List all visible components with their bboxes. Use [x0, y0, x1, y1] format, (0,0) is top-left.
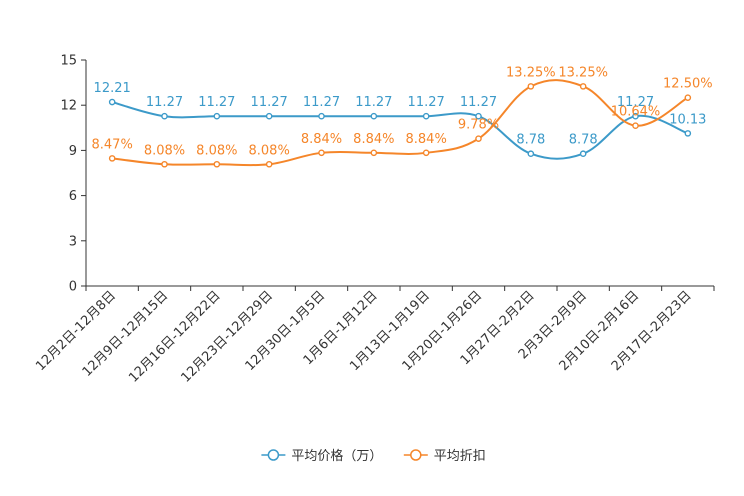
series-0-point	[370, 112, 378, 120]
series-1-data-label: 8.84%	[353, 132, 394, 147]
series-1-point	[632, 122, 639, 129]
series-0-point	[213, 112, 221, 120]
x-tick-label: 12月23日-12月29日	[179, 288, 276, 385]
series-1-point	[422, 149, 430, 157]
series-0-data-label: 11.27	[146, 95, 183, 110]
series-0-data-label: 8.78	[569, 133, 598, 148]
series-1-point	[579, 83, 587, 90]
series-1-data-label: 8.08%	[196, 143, 237, 158]
series-1-data-label: 13.25%	[506, 65, 556, 80]
series-1-point	[684, 94, 692, 101]
series-0-data-label: 11.27	[303, 95, 340, 110]
series-0-data-label: 11.27	[460, 95, 497, 110]
series-1-data-label: 8.47%	[92, 137, 133, 152]
series-1-data-label: 8.84%	[301, 132, 342, 147]
y-tick-label: 3	[69, 234, 77, 249]
series-1-data-label: 12.50%	[663, 77, 713, 92]
series-0-point	[684, 130, 692, 137]
series-0-point	[108, 98, 116, 106]
series-0-point	[579, 150, 587, 158]
series-0-data-label: 8.78	[516, 133, 545, 148]
series-0-point	[422, 112, 430, 120]
y-tick-label: 15	[60, 54, 77, 69]
series-1-point	[370, 149, 378, 157]
series-layer	[108, 79, 692, 168]
series-1-point	[213, 160, 221, 168]
series-1-point	[108, 155, 116, 162]
series-0-data-label: 10.13	[669, 112, 706, 127]
data-labels: 12.21 11.27 11.27 11.27 11.27 11.27 11.27 11.27…	[92, 65, 713, 158]
series-1-data-label: 10.64%	[611, 105, 661, 120]
series-0-point	[318, 112, 325, 120]
series-1-point	[161, 160, 168, 168]
series-0-point	[632, 112, 639, 120]
y-tick-label: 12	[60, 99, 77, 114]
y-tick-label: 9	[69, 144, 77, 159]
y-tick-label: 6	[69, 189, 77, 204]
legend-0-label: 平均价格（万）	[291, 448, 382, 464]
series-1-data-label: 8.84%	[406, 132, 447, 147]
legend-0-marker	[267, 449, 280, 461]
series-0-data-label: 11.27	[408, 95, 445, 110]
legend-1-label: 平均折扣	[434, 449, 486, 464]
series-1-data-label: 8.08%	[249, 143, 290, 158]
series-1-point	[318, 149, 325, 157]
series-1-data-label: 9.78%	[458, 118, 499, 133]
legend-1-marker	[410, 449, 422, 461]
series-0-point	[265, 112, 273, 120]
series-0-data-label: 11.27	[251, 95, 288, 110]
series-0-data-label: 11.27	[617, 95, 654, 110]
series-0-data-label: 12.21	[94, 81, 131, 96]
series-0-data-label: 11.27	[198, 95, 235, 110]
series-1-point	[265, 160, 273, 168]
series-0-point	[475, 112, 482, 120]
series-1-data-label: 13.25%	[558, 65, 608, 80]
series-1-point	[527, 83, 535, 90]
series-1-data-label: 8.08%	[144, 143, 185, 158]
y-tick-label: 0	[69, 280, 77, 295]
series-1-point	[475, 135, 482, 142]
series-0-data-label: 11.27	[355, 95, 392, 110]
x-tick-label: 12月16日-12月22日	[126, 288, 223, 385]
legend: 平均价格（万） 平均折扣	[261, 448, 486, 464]
series-0-point	[161, 112, 168, 120]
series-0-point	[527, 150, 535, 158]
